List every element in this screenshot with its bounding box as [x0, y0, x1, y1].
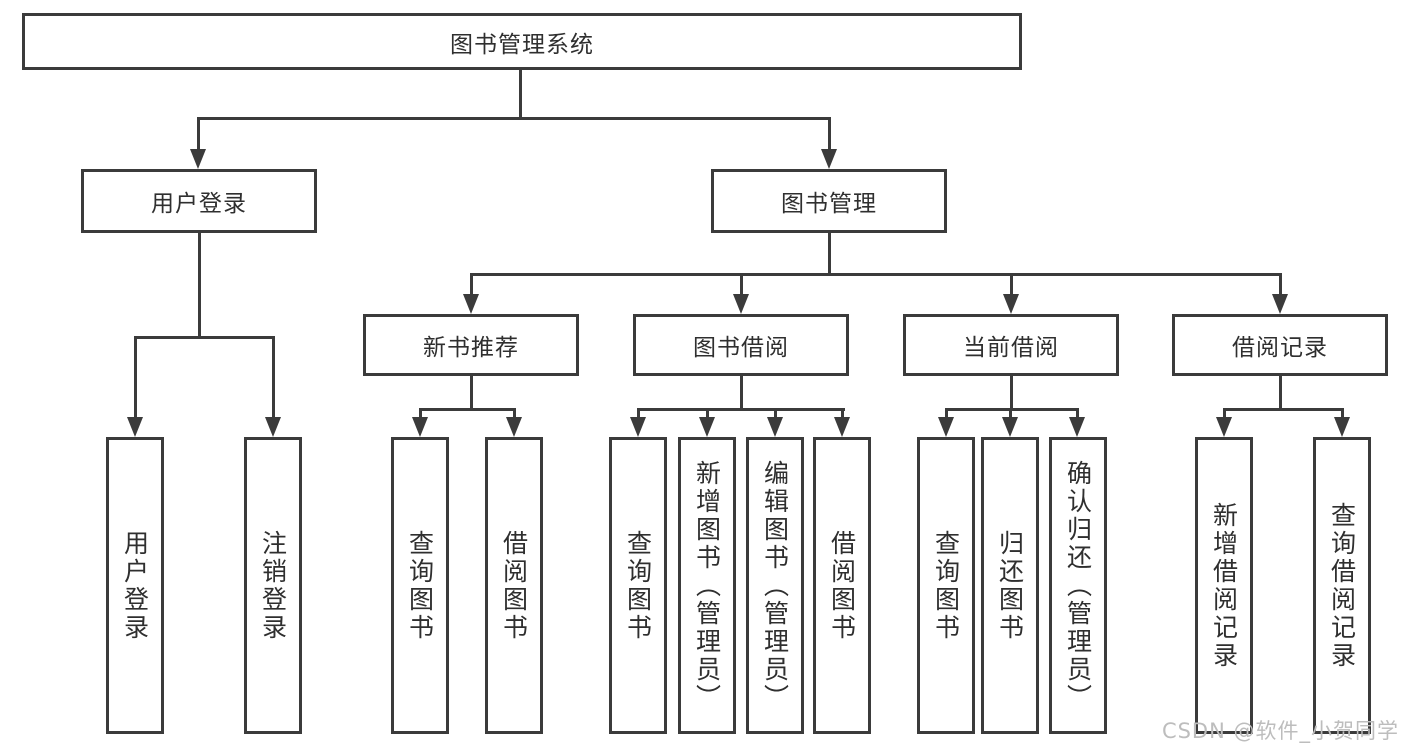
arrow-down-icon	[190, 149, 206, 169]
arrow-down-icon	[506, 417, 522, 437]
connector-line	[470, 273, 473, 296]
arrow-down-icon	[1003, 294, 1019, 314]
leaf-logout: 注销登录	[244, 437, 302, 734]
connector-line	[1279, 376, 1282, 409]
connector-line	[945, 408, 948, 419]
node-system: 图书管理系统	[22, 13, 1022, 70]
arrow-down-icon	[412, 417, 428, 437]
connector-line	[1223, 408, 1226, 419]
connector-line	[513, 408, 516, 419]
connector-line	[134, 336, 275, 339]
arrow-down-icon	[1272, 294, 1288, 314]
leaf-borrow-books-borrowing: 借阅图书	[813, 437, 871, 734]
connector-line	[828, 233, 831, 274]
leaf-query-borrow-record: 查询借阅记录	[1313, 437, 1371, 734]
arrow-down-icon	[1216, 417, 1232, 437]
node-book-borrowing: 图书借阅	[633, 314, 849, 376]
connector-line	[1009, 408, 1012, 419]
arrow-down-icon	[938, 417, 954, 437]
connector-line	[1010, 376, 1013, 409]
node-borrowing-records: 借阅记录	[1172, 314, 1388, 376]
arrow-down-icon	[834, 417, 850, 437]
connector-line	[841, 408, 844, 419]
node-current-borrowing: 当前借阅	[903, 314, 1119, 376]
leaf-query-books-borrowing: 查询图书	[609, 437, 667, 734]
arrow-down-icon	[630, 417, 646, 437]
leaf-confirm-return-admin: 确认归还（管理员）	[1049, 437, 1107, 734]
connector-line	[419, 408, 422, 419]
arrow-down-icon	[1334, 417, 1350, 437]
arrow-down-icon	[733, 294, 749, 314]
connector-line	[470, 376, 473, 409]
arrow-down-icon	[265, 417, 281, 437]
arrow-down-icon	[1002, 417, 1018, 437]
leaf-edit-books-admin: 编辑图书（管理员）	[746, 437, 804, 734]
csdn-watermark: CSDN @软件_小贺同学	[1161, 719, 1399, 743]
connector-line	[519, 69, 522, 118]
connector-line	[1010, 273, 1013, 296]
connector-line	[1279, 273, 1282, 296]
node-book-management: 图书管理	[711, 169, 947, 233]
arrow-down-icon	[463, 294, 479, 314]
connector-line	[198, 233, 201, 337]
connector-line	[740, 376, 743, 409]
connector-line	[470, 273, 1282, 276]
connector-line	[637, 408, 845, 411]
connector-line	[419, 408, 516, 411]
connector-line	[134, 336, 137, 419]
connector-line	[1223, 408, 1343, 411]
leaf-borrow-books-recommend: 借阅图书	[485, 437, 543, 734]
leaf-query-books-current: 查询图书	[917, 437, 975, 734]
connector-line	[945, 408, 1079, 411]
arrow-down-icon	[699, 417, 715, 437]
connector-line	[706, 408, 709, 419]
arrow-down-icon	[1069, 417, 1085, 437]
node-user-login: 用户登录	[81, 169, 317, 233]
leaf-add-borrow-record: 新增借阅记录	[1195, 437, 1253, 734]
connector-line	[197, 117, 831, 120]
leaf-add-books-admin: 新增图书（管理员）	[678, 437, 736, 734]
connector-line	[828, 117, 831, 151]
connector-line	[1076, 408, 1079, 419]
arrow-down-icon	[821, 149, 837, 169]
connector-line	[774, 408, 777, 419]
node-new-book-recommend: 新书推荐	[363, 314, 579, 376]
arrow-down-icon	[767, 417, 783, 437]
connector-line	[637, 408, 640, 419]
arrow-down-icon	[127, 417, 143, 437]
connector-line	[1341, 408, 1344, 419]
leaf-return-books: 归还图书	[981, 437, 1039, 734]
connector-line	[740, 273, 743, 296]
leaf-user-login: 用户登录	[106, 437, 164, 734]
leaf-query-books-recommend: 查询图书	[391, 437, 449, 734]
connector-line	[272, 336, 275, 419]
connector-line	[197, 117, 200, 151]
